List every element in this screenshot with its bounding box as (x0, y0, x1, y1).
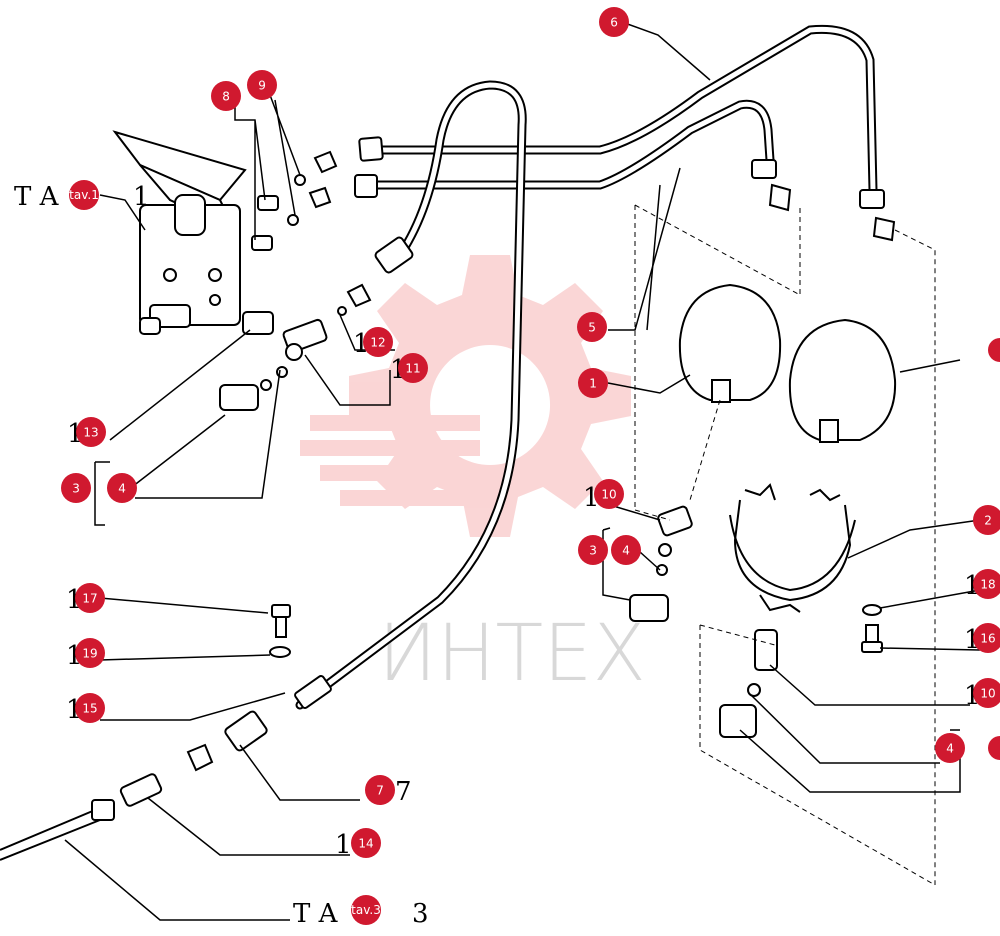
badge-partial-right-bottom (988, 736, 1000, 760)
badge-label: 10 (980, 687, 995, 701)
badge-17: 17 (75, 583, 105, 613)
badge-label: 4 (946, 742, 954, 756)
badge-14: 14 (351, 828, 381, 858)
badge-label: 12 (370, 336, 385, 350)
badge-8: 8 (211, 81, 241, 111)
badge-12: 12 (363, 327, 393, 357)
badge-label: 10 (601, 488, 616, 502)
badge-9: 9 (247, 70, 277, 100)
badge-4: 4 (935, 733, 965, 763)
num-7-text: 7 (395, 777, 412, 807)
pipe-tav3 (0, 809, 101, 861)
badge-label: 1 (589, 377, 597, 391)
badge-2: 2 (973, 505, 1000, 535)
watermark-text: ИНТЕХ (378, 609, 646, 699)
badge-label: 14 (358, 837, 373, 851)
badge-16: 16 (973, 623, 1000, 653)
badge-label: 7 (376, 784, 384, 798)
badge-label: 15 (82, 702, 97, 716)
badge-label: 11 (405, 362, 420, 376)
badge-13: 13 (76, 417, 106, 447)
badge-10: 10 (973, 678, 1000, 708)
bracket-clamp-2 (729, 483, 856, 613)
badge-11: 11 (398, 353, 428, 383)
pipe-fittings (186, 136, 896, 772)
small-fittings (219, 174, 347, 411)
badge-label: 17 (82, 592, 97, 606)
badge-10: 10 (594, 479, 624, 509)
leader-lines (64, 21, 981, 921)
watermark-gear-logo (300, 255, 631, 537)
badge-label: 13 (83, 426, 98, 440)
watermark-stripe (340, 490, 480, 506)
watermark-stripe (310, 415, 480, 431)
bolts-and-washers (91, 505, 883, 821)
tav3-ref-text: T A (293, 899, 339, 929)
tav1-num-text: 1 (133, 182, 150, 212)
pipe-6-inner (367, 26, 876, 193)
badge-partial-right-top (988, 338, 1000, 362)
badge-6: 6 (599, 7, 629, 37)
badge-label: 8 (222, 90, 230, 104)
badge-label: 4 (118, 482, 126, 496)
badge-1: 1 (578, 368, 608, 398)
badge-18: 18 (973, 569, 1000, 599)
badge-label: 6 (610, 16, 618, 30)
badge-19: 19 (75, 638, 105, 668)
badge-5: 5 (577, 312, 607, 342)
badge-tav3: tav.3 (351, 895, 381, 925)
badge-label: 5 (588, 321, 596, 335)
watermark-gear (349, 255, 631, 537)
accumulator-1 (678, 283, 782, 403)
tav1-ref-text: T A (14, 182, 60, 212)
badge-15: 15 (75, 693, 105, 723)
dashed-guides (634, 204, 936, 886)
watermark-stripe (320, 465, 480, 481)
badge-label: 9 (258, 79, 266, 93)
pipe-long-inner (297, 82, 525, 708)
badge-tav1: tav.1 (69, 180, 99, 210)
pipe-5-inner (367, 101, 773, 188)
badge-7: 7 (365, 775, 395, 805)
badge-label: 3 (589, 544, 597, 558)
tav3-num-text: 3 (412, 899, 429, 929)
badge-4: 4 (107, 473, 137, 503)
badge-4: 4 (611, 535, 641, 565)
badge-label: 3 (72, 482, 80, 496)
badge-label: tav.1 (69, 188, 99, 202)
pedal-valve-assembly (112, 130, 247, 335)
badge-3: 3 (578, 535, 608, 565)
badge-3: 3 (61, 473, 91, 503)
accumulator-2 (788, 318, 897, 443)
badge-label: 16 (980, 632, 995, 646)
num-14-prefix: 1 (335, 830, 352, 860)
watermark-stripe (300, 440, 480, 456)
badge-label: tav.3 (351, 903, 381, 917)
badge-label: 19 (82, 647, 97, 661)
callout-badges: 6 9 8 tav.1 5 12 11 1 13 3 4 10 3 4 2 17… (61, 7, 1000, 925)
badge-label: 18 (980, 578, 995, 592)
badge-label: 4 (622, 544, 630, 558)
badge-label: 2 (984, 514, 992, 528)
